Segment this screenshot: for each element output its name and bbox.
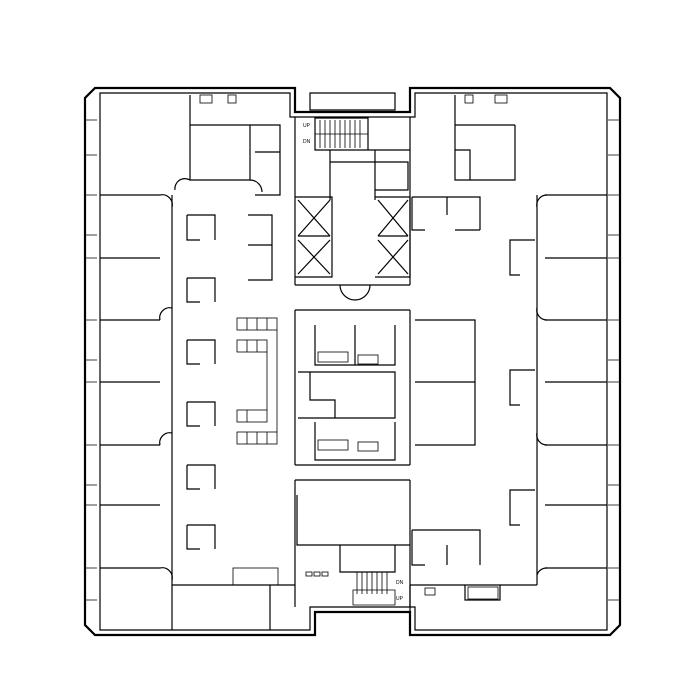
exterior-wall xyxy=(83,86,622,637)
stair-down-label: DN xyxy=(303,139,311,145)
columns xyxy=(186,196,535,566)
right-offices xyxy=(409,95,607,630)
stair-top xyxy=(315,120,368,148)
stair-down-label-bottom: DN xyxy=(396,580,404,586)
workstations xyxy=(232,317,499,600)
stair-up-label-bottom: UP xyxy=(396,596,404,602)
building-core xyxy=(294,117,411,607)
window-mullions xyxy=(85,119,620,601)
stair-bottom xyxy=(352,572,396,606)
left-offices xyxy=(100,95,295,630)
stair-up-label: UP xyxy=(303,123,311,129)
core-fixtures xyxy=(199,94,508,577)
